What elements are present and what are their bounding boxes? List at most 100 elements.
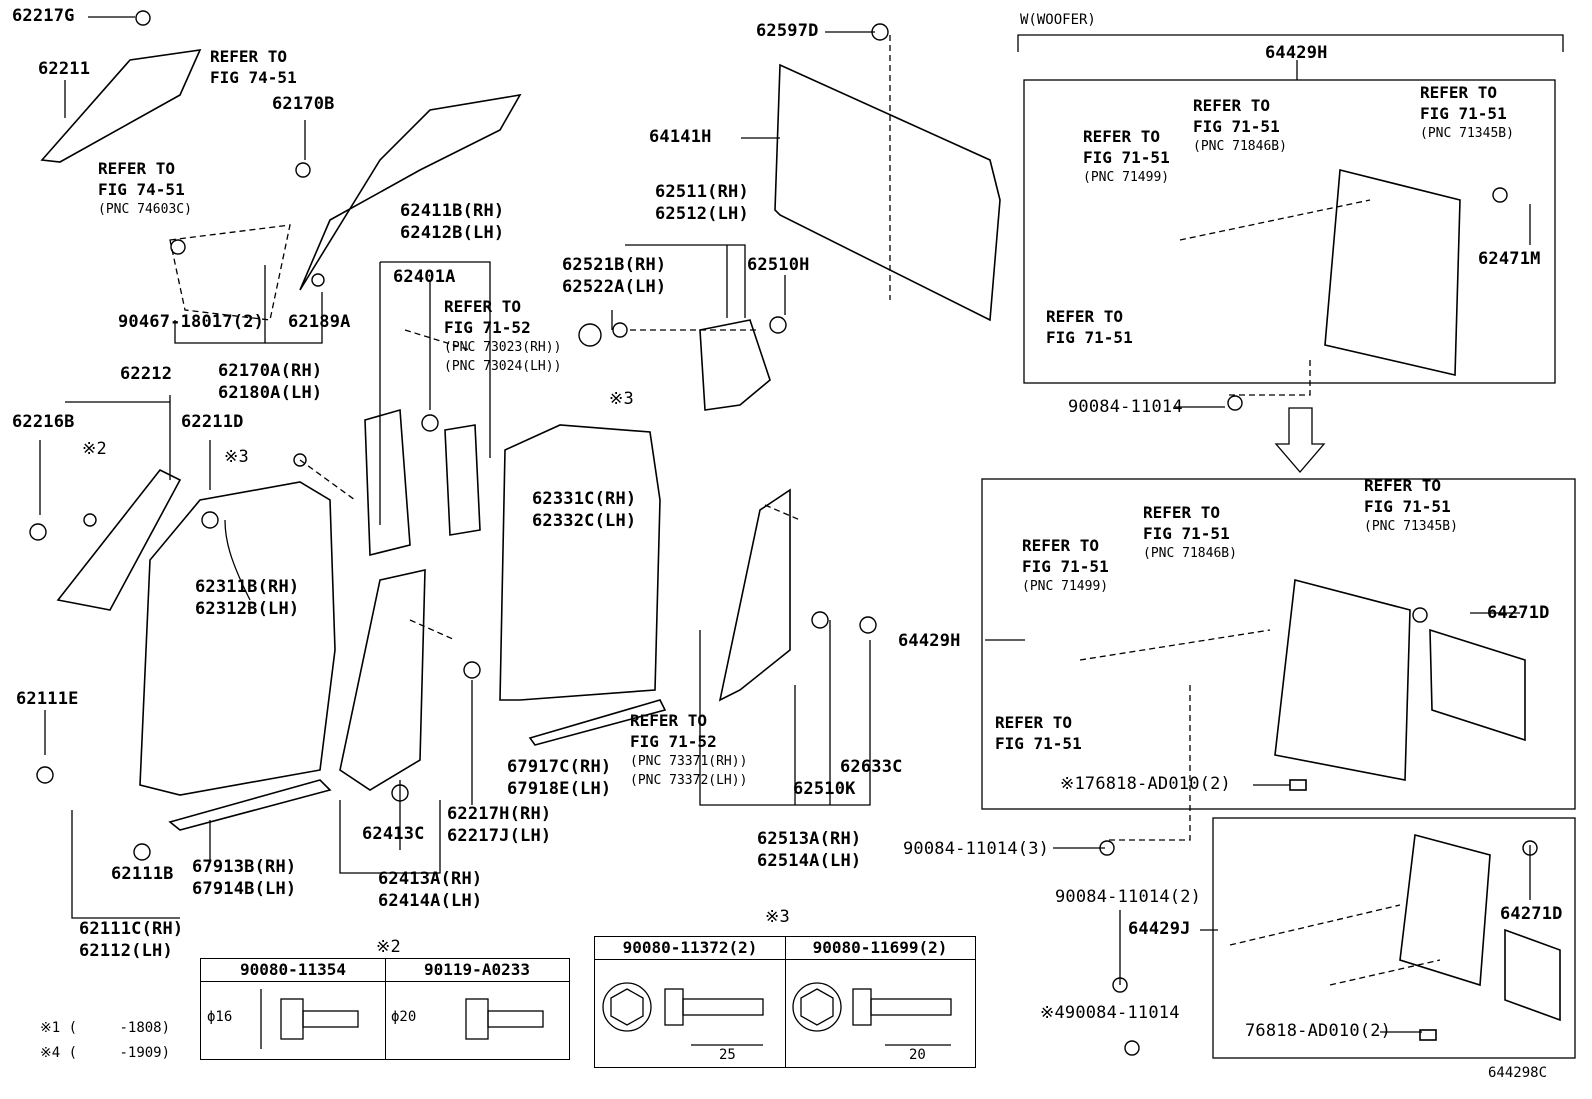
screw-star3-icon <box>293 453 307 467</box>
label-62412B: 62412B(LH) <box>400 223 505 243</box>
footnote-1: ※1 ( -1808) <box>40 1020 170 1036</box>
refer-line: (PNC 74603C) <box>98 202 192 217</box>
label-62413C: 62413C <box>362 824 425 844</box>
clip-62633c-icon <box>859 616 877 634</box>
label-62217H: 62217H(RH) <box>447 804 552 824</box>
label-62511: 62511(RH) <box>655 182 749 202</box>
woofer-64429j-outline <box>1399 833 1491 987</box>
label-star3b: ※3 <box>609 389 634 409</box>
refer-line: (PNC 73024(LH)) <box>444 359 562 374</box>
refer-to-fig-71-51-top[interactable]: REFER TO FIG 71-51 <box>1046 306 1133 348</box>
label-62510K: 62510K <box>793 779 856 799</box>
clip-62471m-icon <box>1492 187 1508 203</box>
label-176818: ※176818-AD010(2) <box>1060 774 1231 794</box>
refer-line: REFER TO <box>1364 476 1442 495</box>
refer-line: FIG 71-52 <box>630 732 717 751</box>
pad-176818-icon <box>1289 779 1307 791</box>
clip-64271d-icon <box>1412 607 1428 623</box>
clip-62510h-icon <box>769 316 787 334</box>
pillar-62413a-outline <box>339 568 426 791</box>
label-woofer: W(WOOFER) <box>1020 12 1096 28</box>
refer-line: FIG 74-51 <box>210 68 297 87</box>
figure-id: 644298C <box>1488 1065 1548 1081</box>
refer-line: (PNC 71345B) <box>1364 519 1458 534</box>
label-62211: 62211 <box>38 59 91 79</box>
table-star2-col-2: 90119-A0233 <box>385 959 569 982</box>
pad-76818-icon <box>1419 1029 1437 1041</box>
part-62401a-outline <box>444 424 481 536</box>
refer-to-fig-71-51-pnc71345b-top[interactable]: REFER TO FIG 71-51 (PNC 71345B) <box>1420 82 1514 143</box>
woofer-box-top <box>1023 79 1556 384</box>
label-62112: 62112(LH) <box>79 941 173 961</box>
label-star2-table: ※2 <box>376 937 401 957</box>
refer-line: REFER TO <box>1022 536 1100 555</box>
refer-to-fig-71-51-pnc71846b-mid[interactable]: REFER TO FIG 71-51 (PNC 71846B) <box>1143 502 1237 563</box>
screw-90084-icon <box>1227 395 1243 411</box>
label-90084-top: 90084-11014 <box>1068 397 1183 417</box>
footnote-range: -1808) <box>119 1020 171 1036</box>
clip-62170b-icon <box>295 162 311 178</box>
label-64271D-bottom: 64271D <box>1500 904 1563 924</box>
cap-62521b-icon <box>578 323 602 347</box>
table-star3-col-1: 90080-11372(2) <box>595 937 785 960</box>
clip-62510k-icon <box>811 611 829 629</box>
clip-62111e-icon <box>36 766 54 784</box>
label-62217J: 62217J(LH) <box>447 826 552 846</box>
refer-to-fig-71-51-mid[interactable]: REFER TO FIG 71-51 <box>995 712 1082 754</box>
label-62170A: 62170A(RH) <box>218 361 323 381</box>
table-star3-col-2: 90080-11699(2) <box>785 937 975 960</box>
refer-line: (PNC 71846B) <box>1143 546 1237 561</box>
footnote-4: ※4 ( -1909) <box>40 1045 170 1061</box>
scuff-plate-67913b-outline <box>168 779 332 831</box>
pillar-trim-62411b-outline <box>364 408 411 557</box>
table-star2-bolt-icons <box>260 989 544 1049</box>
table-star2-col-1: 90080-11354 <box>201 959 385 982</box>
label-62111E: 62111E <box>16 689 79 709</box>
refer-to-fig-71-52-a[interactable]: REFER TO FIG 71-52 (PNC 73023(RH)) (PNC … <box>444 296 561 376</box>
woofer-box-mid <box>981 478 1576 810</box>
refer-to-fig-71-51-pnc71345b-mid[interactable]: REFER TO FIG 71-51 (PNC 71345B) <box>1364 475 1458 536</box>
label-62170B: 62170B <box>272 94 335 114</box>
refer-line: (PNC 71499) <box>1083 170 1170 185</box>
refer-to-fig-71-51-pnc71499-top[interactable]: REFER TO FIG 71-51 (PNC 71499) <box>1083 126 1170 187</box>
refer-line: FIG 71-51 <box>1046 328 1133 347</box>
label-62216B: 62216B <box>12 412 75 432</box>
label-62633C: 62633C <box>840 757 903 777</box>
label-64429H-mid: 64429H <box>898 631 961 651</box>
refer-to-fig-71-52-b[interactable]: REFER TO FIG 71-52 (PNC 73371(RH)) (PNC … <box>630 710 747 790</box>
refer-to-fig-71-51-pnc71499-mid[interactable]: REFER TO FIG 71-51 (PNC 71499) <box>1022 535 1109 596</box>
refer-to-fig-74-51-b[interactable]: REFER TO FIG 74-51 (PNC 74603C) <box>98 158 192 219</box>
refer-to-fig-71-51-pnc71846b-top[interactable]: REFER TO FIG 71-51 (PNC 71846B) <box>1193 95 1287 156</box>
label-67918E: 67918E(LH) <box>507 779 612 799</box>
label-62514A: 62514A(LH) <box>757 851 862 871</box>
refer-line: REFER TO <box>210 47 288 66</box>
label-76818: 76818-AD010(2) <box>1245 1021 1392 1041</box>
label-62312B: 62312B(LH) <box>195 599 300 619</box>
refer-line: (PNC 73372(LH)) <box>630 773 748 788</box>
label-62111C: 62111C(RH) <box>79 919 184 939</box>
clip-62189a-icon <box>311 273 325 287</box>
refer-line: (PNC 71499) <box>1022 579 1109 594</box>
clip-62217h-icon <box>463 661 481 679</box>
label-90084-2: 90084-11014(2) <box>1055 887 1202 907</box>
label-62471M: 62471M <box>1478 249 1541 269</box>
refer-line: REFER TO <box>1083 127 1161 146</box>
refer-to-fig-74-51-a[interactable]: REFER TO FIG 74-51 <box>210 46 297 88</box>
footnote-mark: ※4 ( <box>40 1045 78 1061</box>
refer-line: (PNC 73023(RH)) <box>444 340 562 355</box>
refer-line: (PNC 71846B) <box>1193 139 1287 154</box>
table-star3-bolt-icons <box>602 982 952 1046</box>
label-67914B: 67914B(LH) <box>192 879 297 899</box>
label-64141H: 64141H <box>649 127 712 147</box>
panel-64271d-bottom-outline <box>1504 928 1561 1022</box>
refer-line: FIG 71-51 <box>1364 497 1451 516</box>
dim-phi16: ϕ16 <box>207 1009 233 1025</box>
refer-line: REFER TO <box>1046 307 1124 326</box>
part-62212-outline <box>56 468 182 611</box>
clip-90467-icon <box>170 239 186 255</box>
weatherstrip-62331c-outline <box>499 424 661 701</box>
refer-line: REFER TO <box>98 159 176 178</box>
label-62331C: 62331C(RH) <box>532 489 637 509</box>
table-star3: 90080-11372(2) 90080-11699(2) 25 20 <box>594 936 976 1068</box>
